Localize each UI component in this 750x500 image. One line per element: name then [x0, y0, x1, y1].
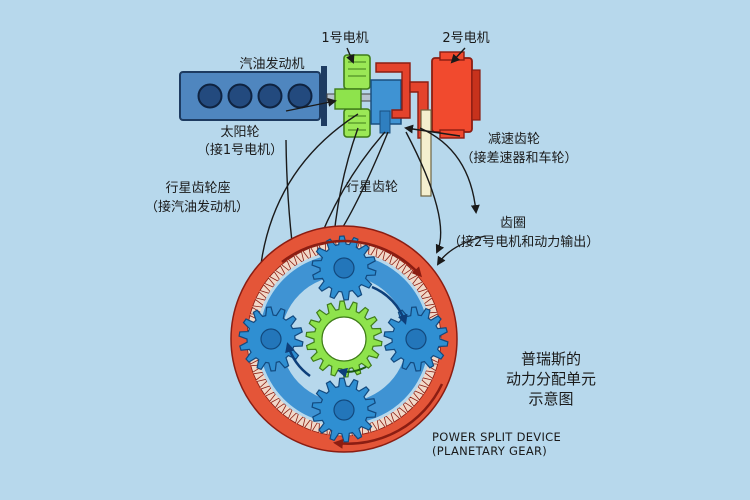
carrier-label: 行星齿轮座	[165, 181, 231, 196]
english-caption-line-1: POWER SPLIT DEVICE	[432, 430, 562, 444]
engine-block	[179, 66, 327, 126]
mg2-motor	[431, 51, 481, 139]
reduction-gear-shaft	[420, 109, 432, 197]
planet-gear-1	[311, 235, 377, 301]
reduction-gear-label: 减速齿轮	[487, 132, 540, 147]
sun-gear-note: （接1号电机）	[196, 143, 284, 158]
planet-gear-label: 行星齿轮	[345, 180, 398, 195]
sun-gear-hub	[334, 88, 362, 110]
caption-line-2: 动力分配单元	[505, 370, 596, 388]
carrier-note: （接汽油发动机）	[144, 200, 249, 215]
sun-gear-body	[305, 300, 383, 378]
ring-gear-note: （接2号电机和动力输出）	[448, 235, 600, 250]
planet-gear-4	[311, 377, 377, 443]
mg1-label: 1号电机	[321, 31, 369, 46]
engine-label: 汽油发动机	[239, 57, 305, 72]
reduction-gear-note: （接差速器和车轮）	[460, 151, 578, 166]
ring-gear-label: 齿圈	[499, 216, 526, 231]
planet-gear-2	[238, 306, 304, 372]
sun-gear	[305, 300, 383, 378]
rotation-arrows	[281, 239, 444, 449]
mg2-label: 2号电机	[442, 31, 490, 46]
caption-line-1: 普瑞斯的	[520, 350, 581, 368]
carrier-top	[370, 79, 402, 134]
caption-line-3: 示意图	[528, 390, 574, 408]
sun-gear-label: 太阳轮	[220, 125, 260, 140]
english-caption-line-2: (PLANETARY GEAR)	[432, 444, 548, 458]
